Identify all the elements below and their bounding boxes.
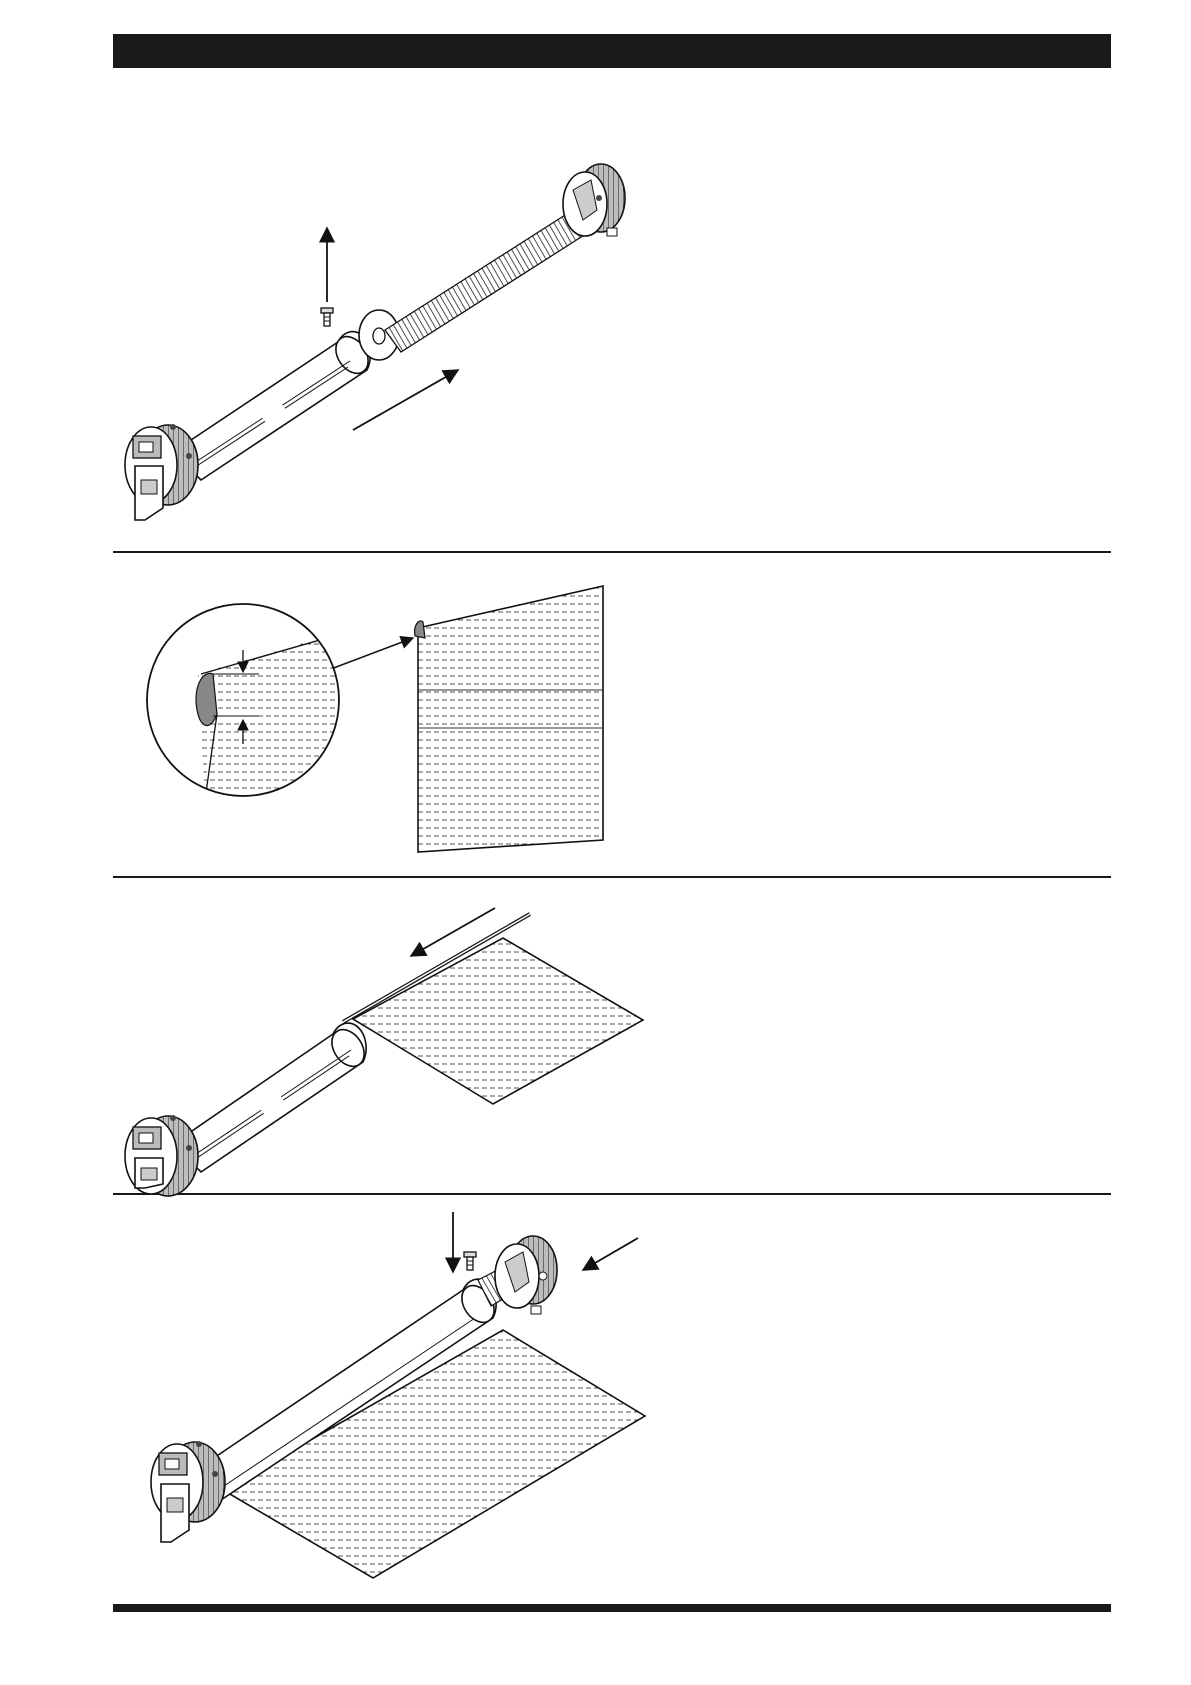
fabric-sheet-icon — [353, 938, 643, 1104]
screw-icon — [464, 1252, 476, 1270]
step-3-illustration — [113, 884, 1111, 1189]
motor-tube — [173, 331, 375, 480]
magnifier-circle-icon — [143, 600, 348, 800]
separator-1 — [113, 551, 1111, 553]
footer-bar — [113, 1604, 1111, 1612]
arrow-insert-icon — [583, 1238, 638, 1270]
header-bar — [113, 34, 1111, 68]
motor-head — [125, 424, 198, 520]
spring-shaft — [385, 210, 589, 352]
step-4-illustration — [113, 1200, 1111, 1595]
step-2-illustration — [113, 560, 1111, 870]
arrow-insert-icon — [353, 370, 458, 430]
end-cap — [478, 1236, 557, 1314]
step-1-illustration — [113, 80, 1111, 550]
motor-tube — [173, 1023, 371, 1172]
screw-icon — [321, 308, 333, 326]
motor-head — [151, 1441, 225, 1542]
separator-3 — [113, 1193, 1111, 1195]
fabric-sheet-icon — [415, 586, 603, 852]
separator-2 — [113, 876, 1111, 878]
end-cap — [563, 164, 625, 236]
motor-head — [125, 1115, 198, 1196]
